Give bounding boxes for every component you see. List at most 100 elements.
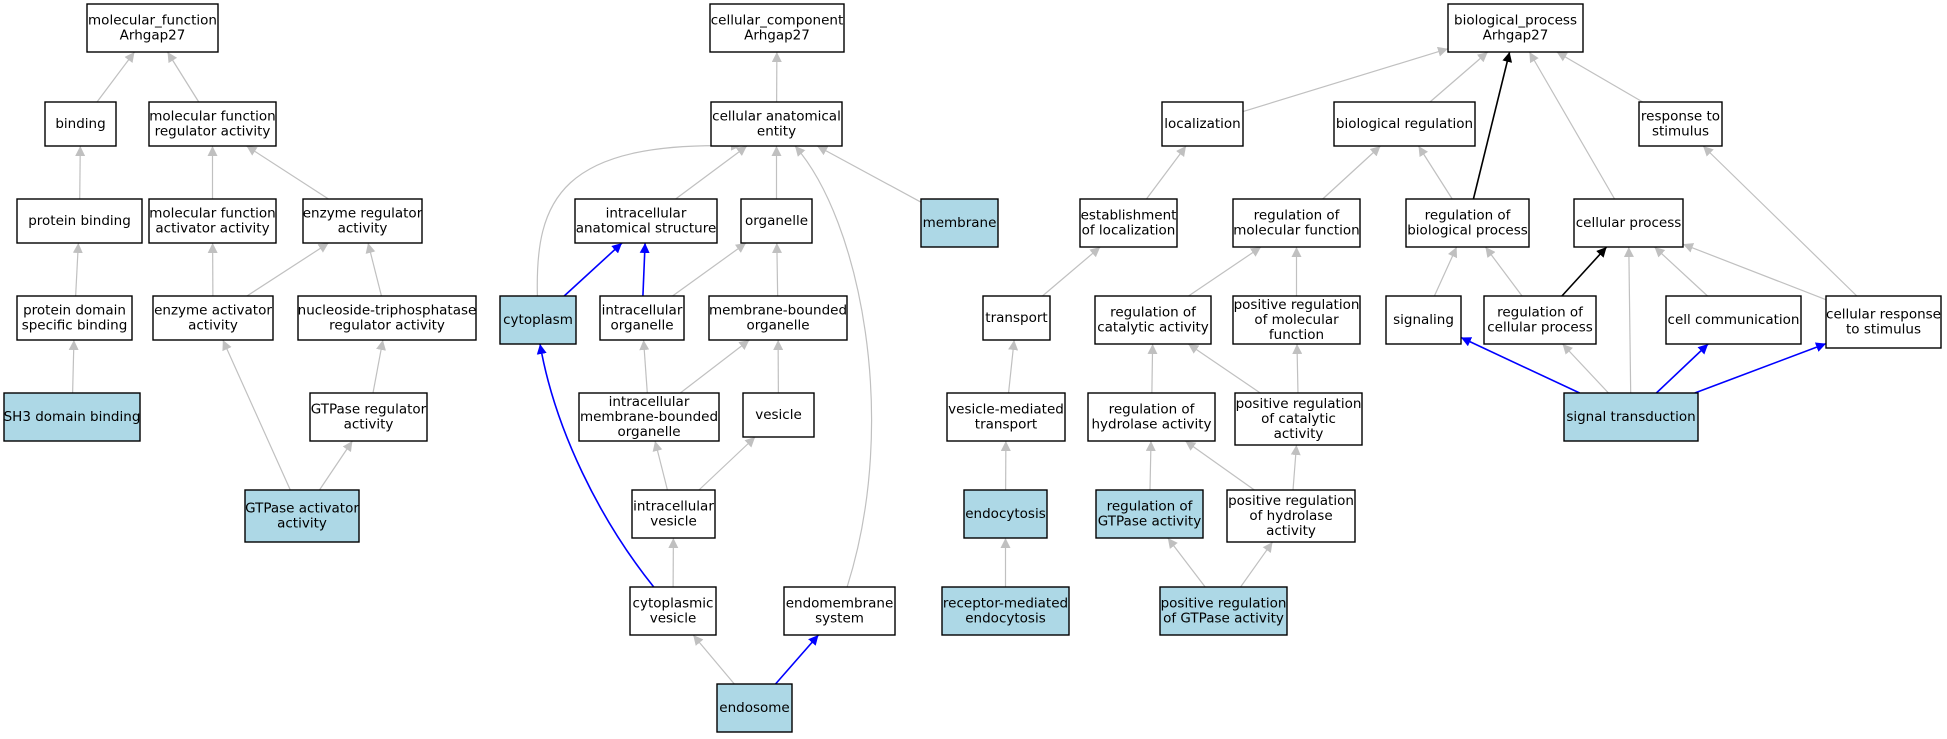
node-box <box>1483 295 1597 345</box>
edge-imbo-to-io <box>639 339 650 394</box>
node-box <box>1232 198 1361 248</box>
edge-sig_trans-to-cell_resp <box>1694 342 1827 394</box>
edge-pos_reg_gtpase-to-pos_reg_hyd <box>1240 541 1274 588</box>
node-label-line: system <box>815 610 864 626</box>
node-label-line: cellular process <box>1487 319 1593 335</box>
node-cell-proc[interactable]: cellular process <box>1573 198 1684 248</box>
node-label-line: cell communication <box>1668 312 1800 328</box>
edge-sig_trans-to-signaling <box>1460 336 1580 394</box>
node-endocytosis[interactable]: endocytosis <box>963 489 1048 539</box>
node-label-line: molecular function <box>1233 222 1359 238</box>
edge-iv-to-vesicle <box>698 436 756 491</box>
node-label-line: binding <box>55 116 105 132</box>
edge-reg_gtpase-to-reg_hyd <box>1145 440 1156 491</box>
node-label-line: organelle <box>746 317 809 333</box>
node-label-line: regulation of <box>1110 304 1197 320</box>
node-label-line: molecular_function <box>88 12 217 28</box>
node-label-line: activator activity <box>155 220 269 236</box>
node-label-line: intracellular <box>609 394 690 410</box>
node-cytoplasm[interactable]: cytoplasm <box>499 295 577 345</box>
node-membrane[interactable]: membrane <box>920 198 999 248</box>
node-label-line: regulation of <box>1497 304 1584 320</box>
node-label-line: cellular_component <box>711 12 843 28</box>
node-transport[interactable]: transport <box>982 295 1051 341</box>
edge-resp_stim-to-bp_root <box>1556 51 1643 103</box>
node-label-line: Arhgap27 <box>1483 27 1549 43</box>
node-label-line: receptor-mediated <box>943 595 1068 611</box>
node-sig-trans[interactable]: signal transduction <box>1563 392 1699 442</box>
node-label-line: vesicle-mediated <box>948 401 1064 417</box>
node-sh3[interactable]: SH3 domain binding <box>3 392 141 442</box>
node-bio-reg[interactable]: biological regulation <box>1333 101 1476 147</box>
node-label-line: establishment <box>1081 207 1177 223</box>
node-label-line: endocytosis <box>965 506 1045 522</box>
node-vesicle[interactable]: vesicle <box>742 392 815 438</box>
node-label-line: activity <box>344 416 394 432</box>
node-endosome[interactable]: endosome <box>716 683 793 733</box>
node-label-line: cellular process <box>1576 215 1682 231</box>
node-box <box>1405 198 1530 248</box>
node-box <box>86 3 219 53</box>
node-label-line: organelle <box>745 213 808 229</box>
node-label-line: biological_process <box>1454 12 1577 28</box>
node-cell-comm[interactable]: cell communication <box>1665 295 1802 345</box>
node-label-line: positive regulation <box>1228 493 1354 509</box>
edge-pos_reg_hyd-to-reg_hyd <box>1184 440 1255 491</box>
node-organelle[interactable]: organelle <box>740 198 813 244</box>
node-protein-binding[interactable]: protein binding <box>16 198 143 244</box>
node-label-line: vesicle <box>650 610 697 626</box>
edge-bio_reg-to-bp_root <box>1429 51 1489 103</box>
node-binding[interactable]: binding <box>44 101 117 147</box>
edge-est_loc-to-localization <box>1145 145 1187 200</box>
node-label-line: function <box>1269 327 1324 343</box>
node-box <box>599 295 685 341</box>
edge-sig_trans-to-cell_proc <box>1623 246 1634 394</box>
edge-imbo-to-mbo <box>679 339 750 394</box>
edge-pos_reg_cat-to-pos_reg_mf <box>1292 343 1303 394</box>
node-label-line: localization <box>1164 116 1240 132</box>
node-signaling[interactable]: signaling <box>1385 295 1462 345</box>
node-label-line: transport <box>985 310 1047 326</box>
node-label-line: signal transduction <box>1566 409 1695 425</box>
node-label-line: of GTPase activity <box>1163 610 1284 626</box>
node-label-line: cytoplasm <box>503 312 573 328</box>
node-box <box>44 101 117 147</box>
node-localization[interactable]: localization <box>1161 101 1244 147</box>
